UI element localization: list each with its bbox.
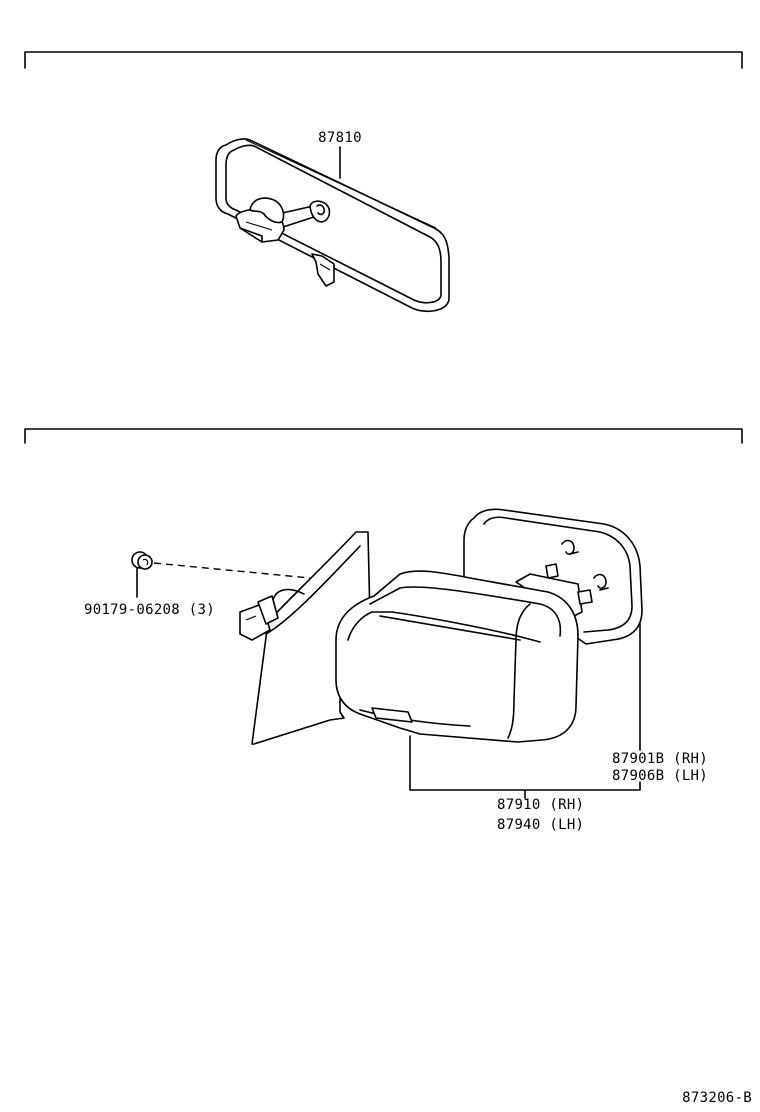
part-number-90179-06208: 90179-06208 (3): [84, 602, 215, 618]
outer-mirror-assembly: [153, 508, 643, 745]
inner-rear-view-mirror: [215, 138, 450, 313]
part-number-87906b-lh: 87906B (LH): [612, 768, 708, 784]
clip-nut: [131, 551, 153, 598]
diagram-code: 873206-B: [682, 1090, 752, 1106]
section-frame-top: [24, 51, 743, 69]
part-number-87910-rh: 87910 (RH): [497, 797, 584, 813]
part-number-87901b-rh: 87901B (RH): [612, 751, 708, 767]
part-number-87810: 87810: [318, 130, 362, 146]
part-number-87940-lh: 87940 (LH): [497, 817, 584, 833]
leader-mirror-assy: [409, 735, 641, 799]
section-frame-bottom: [24, 428, 743, 444]
